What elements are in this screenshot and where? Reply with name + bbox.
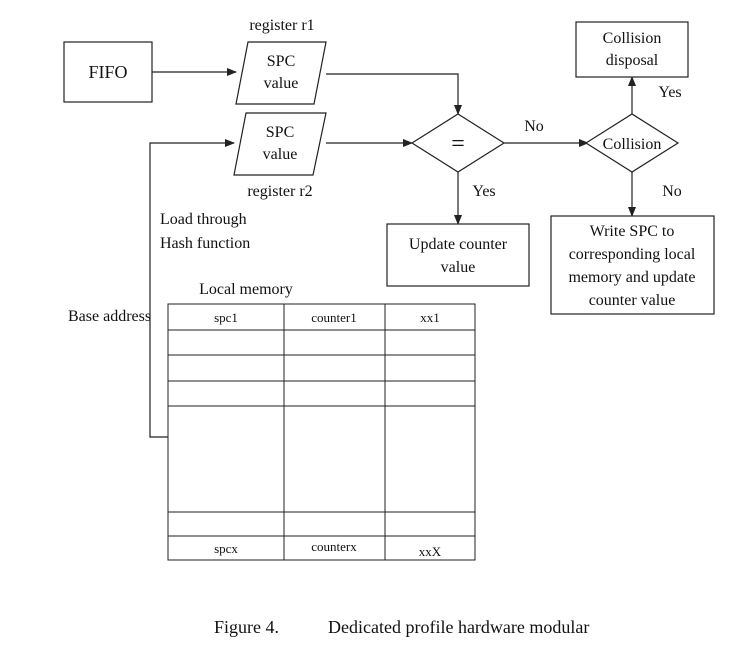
update-counter-box: Update counter value <box>386 223 530 287</box>
table-cell-counterx: counterx <box>311 539 357 554</box>
no-label-collision: No <box>662 183 682 200</box>
no-label-compare: No <box>524 118 544 135</box>
register-r1-label: register r1 <box>249 17 314 34</box>
update-counter-line2: value <box>441 259 476 276</box>
table-cell-spc1: spc1 <box>214 310 238 325</box>
figure-caption-text: Dedicated profile hardware modular <box>328 617 589 637</box>
yes-label-collision: Yes <box>658 84 681 101</box>
spc-value-2-line1: SPC <box>266 124 294 141</box>
table-cell-spcx: spcx <box>214 541 238 556</box>
spc-value-1-line1: SPC <box>267 53 295 70</box>
register-r2-label: register r2 <box>247 183 312 200</box>
base-address-feedback-arrow <box>149 139 235 438</box>
spc-value-register-2: SPC value <box>233 112 327 176</box>
table-cell-counter1: counter1 <box>311 310 356 325</box>
fifo-label: FIFO <box>88 62 127 82</box>
compare-diamond: = <box>410 113 506 173</box>
spc-value-2-line2: value <box>263 146 298 163</box>
collision-disposal-line1: Collision <box>603 30 662 47</box>
table-cell-xxX: xxX <box>419 544 442 559</box>
spc-value-1-line2: value <box>264 75 299 92</box>
write-spc-line1: Write SPC to <box>590 223 675 240</box>
collision-label: Collision <box>603 136 662 153</box>
equals-symbol: = <box>451 131 465 157</box>
load-through-line2: Hash function <box>160 235 250 252</box>
load-through-line1: Load through <box>160 211 247 228</box>
write-spc-line4: counter value <box>589 292 676 309</box>
local-memory-table: spc1 counter1 xx1 spcx counterx xxX <box>167 303 476 561</box>
collision-disposal-line2: disposal <box>606 52 659 69</box>
collision-diamond: Collision <box>584 113 680 173</box>
fifo-box: FIFO <box>63 41 153 103</box>
r1-to-compare-arrow <box>326 73 462 115</box>
spc-value-register-1: SPC value <box>235 41 327 105</box>
local-memory-label: Local memory <box>199 281 293 298</box>
table-cell-xx1: xx1 <box>420 310 440 325</box>
yes-label-compare: Yes <box>472 183 495 200</box>
update-counter-line1: Update counter <box>409 236 508 253</box>
collision-disposal-box: Collision disposal <box>575 21 689 78</box>
base-address-label: Base address <box>68 308 151 325</box>
figure-caption-label: Figure 4. <box>214 617 279 637</box>
write-spc-line2: corresponding local <box>569 246 696 263</box>
write-spc-line3: memory and update <box>568 269 695 286</box>
write-spc-box: Write SPC to corresponding local memory … <box>550 215 715 315</box>
